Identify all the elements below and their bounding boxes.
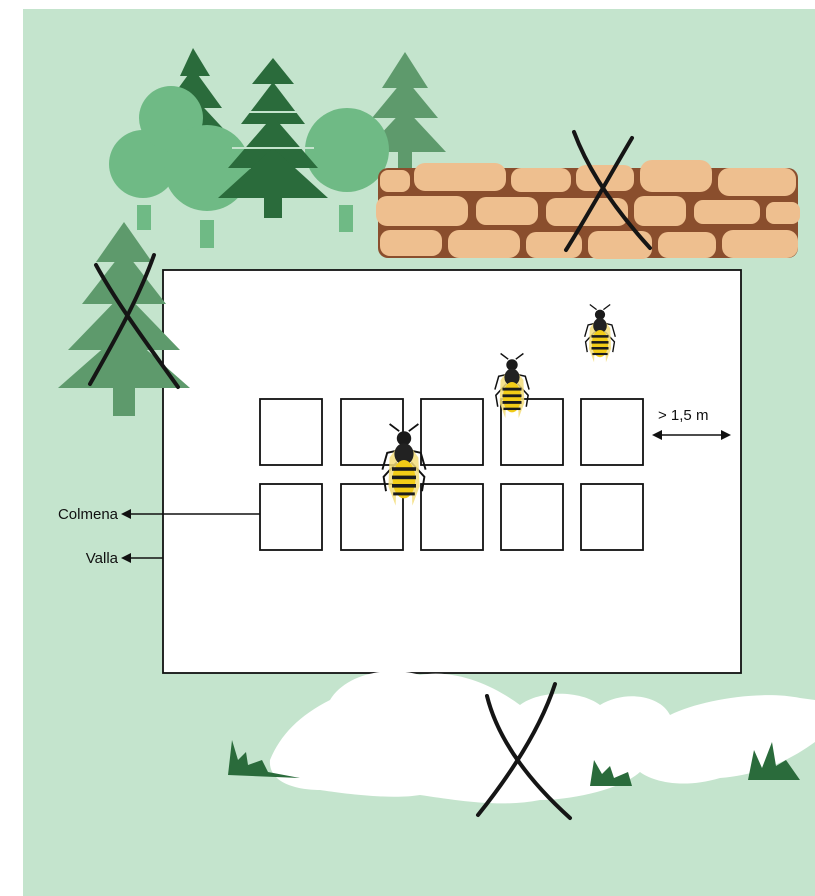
hive-box	[501, 484, 563, 550]
hive-label: Colmena	[58, 506, 119, 523]
stone-wall-icon	[376, 160, 800, 259]
hive-box	[421, 399, 483, 465]
fence-enclosure	[163, 270, 741, 673]
hive-box	[581, 399, 643, 465]
fence-label: Valla	[86, 550, 119, 567]
hive-box	[260, 484, 322, 550]
hive-box	[260, 399, 322, 465]
hive-box	[421, 484, 483, 550]
distance-label: > 1,5 m	[658, 407, 708, 424]
hive-box	[581, 484, 643, 550]
